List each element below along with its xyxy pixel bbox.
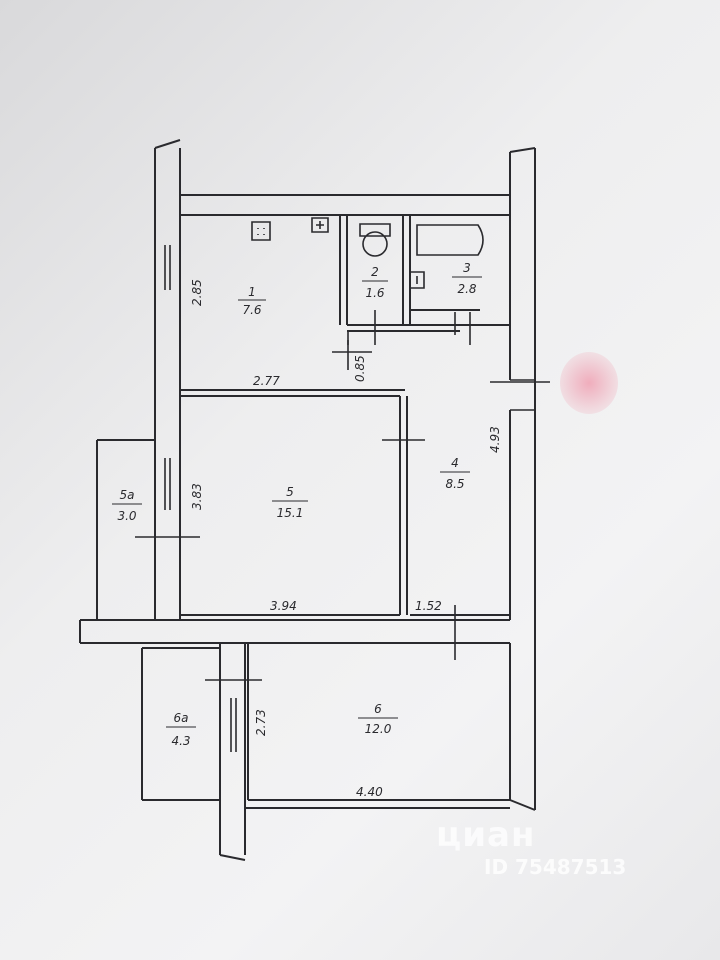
ink-stain: [560, 352, 618, 414]
room-5a-label: 5a 3.0: [112, 488, 142, 523]
svg-text:6a: 6a: [174, 711, 189, 725]
dim-4-93: 4.93: [488, 426, 502, 453]
bath-bottom-wall: [347, 309, 510, 332]
right-wall: [509, 148, 536, 810]
svg-text:5a: 5a: [120, 488, 135, 502]
balcony-6a: [141, 647, 220, 801]
svg-text:3: 3: [463, 261, 471, 275]
svg-text:2.8: 2.8: [457, 282, 476, 296]
dim-2-85: 2.85: [190, 279, 204, 306]
svg-text:15.1: 15.1: [277, 506, 304, 520]
svg-text:4.3: 4.3: [171, 734, 190, 748]
dim-2-77: 2.77: [253, 374, 280, 388]
door-tick-kitchen: [332, 340, 372, 370]
kitchen-right-wall: [339, 215, 348, 325]
cian-logo-text: циан: [436, 815, 536, 855]
svg-text:5: 5: [286, 485, 294, 499]
room5-right-wall: [399, 396, 408, 615]
listing-id: ID 75487513: [484, 855, 627, 879]
room-2-label: 2 1.6: [362, 265, 388, 300]
bathtub-icon: [416, 224, 484, 256]
svg-text:6: 6: [374, 702, 382, 716]
svg-text:3.0: 3.0: [117, 509, 136, 523]
room-6-label: 6 12.0: [358, 702, 398, 736]
sink-icon: [311, 217, 329, 233]
svg-text:1: 1: [248, 285, 256, 299]
dim-1-52: 1.52: [415, 599, 442, 613]
svg-text:7.6: 7.6: [242, 303, 261, 317]
door-tick-bath: [454, 312, 471, 345]
svg-text:8.5: 8.5: [445, 477, 464, 491]
room-5-label: 5 15.1: [272, 485, 308, 520]
left-wall-outer: [154, 148, 181, 620]
window-left-mid: [164, 458, 171, 510]
svg-text:1.6: 1.6: [365, 286, 384, 300]
window-right: [490, 379, 550, 411]
dim-3-94: 3.94: [270, 599, 297, 613]
dim-4-40: 4.40: [356, 785, 383, 799]
dim-2-73: 2.73: [254, 709, 268, 736]
wc-right-wall: [402, 215, 411, 325]
svg-text:12.0: 12.0: [365, 722, 392, 736]
room-1-label: 1 7.6: [238, 285, 266, 317]
kitchen-bottom-wall: [180, 389, 405, 397]
dim-3-83: 3.83: [190, 483, 204, 510]
room-4-label: 4 8.5: [440, 456, 470, 491]
window-room6: [205, 679, 262, 752]
room-3-label: 3 2.8: [452, 261, 482, 296]
basin-icon: [409, 271, 425, 289]
top-wall: [154, 139, 536, 216]
svg-text:4: 4: [451, 456, 459, 470]
cian-watermark: циан: [436, 815, 535, 855]
window-left-top: [164, 245, 171, 290]
room6-walls: [219, 643, 536, 861]
room-6a-label: 6a 4.3: [166, 711, 196, 748]
svg-text:2: 2: [371, 265, 379, 279]
dim-0-85: 0.85: [353, 355, 367, 382]
stove-icon: [251, 221, 271, 241]
toilet-icon: [359, 223, 391, 257]
middle-partition: [79, 614, 510, 644]
